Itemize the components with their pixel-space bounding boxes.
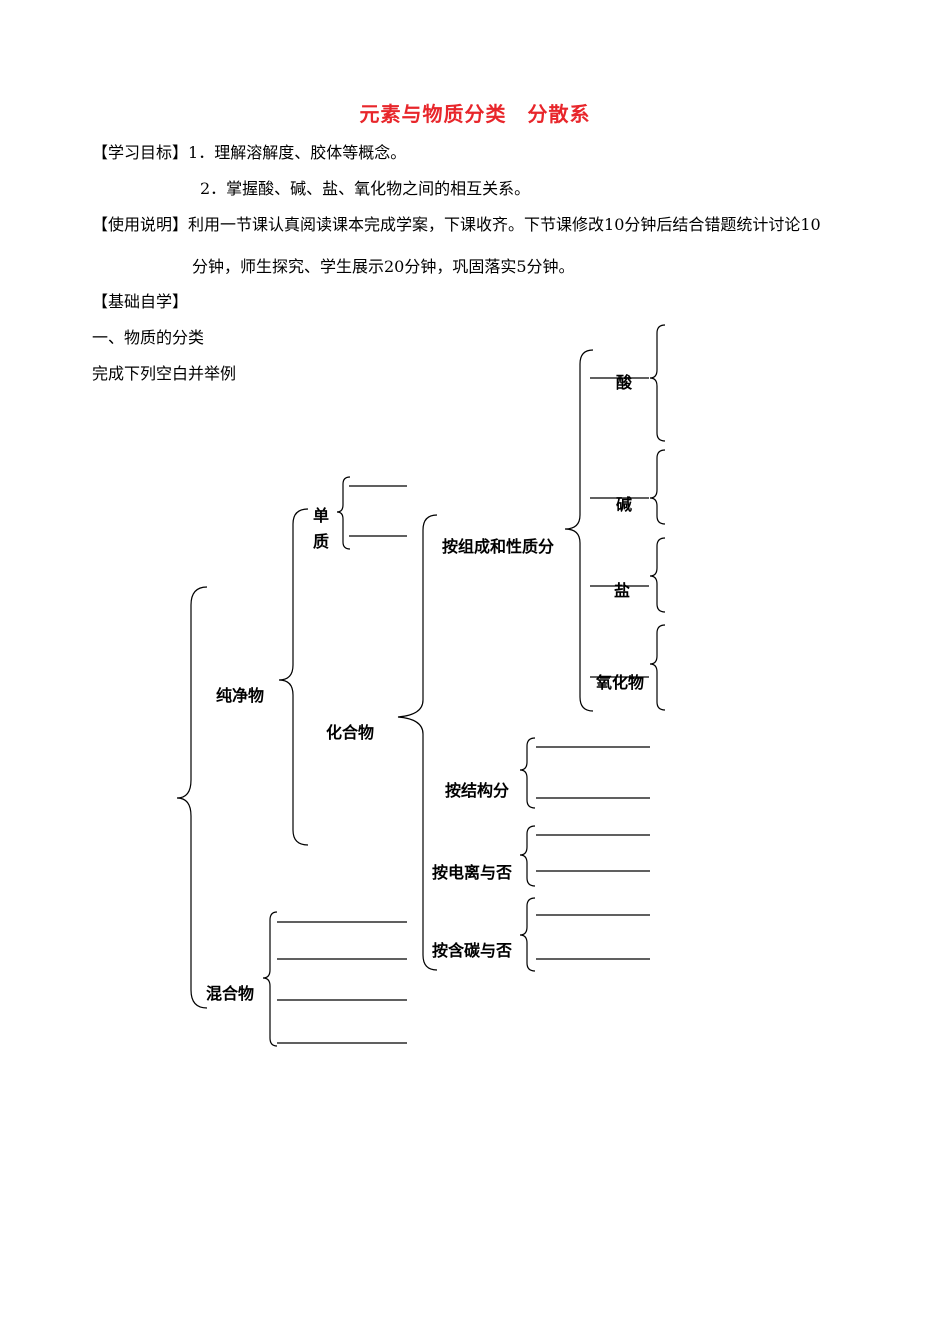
usage-label: 【使用说明】 (92, 215, 189, 234)
node-acid: 酸 (616, 373, 633, 392)
brace-root (176, 586, 208, 1009)
brace-compound (397, 514, 438, 971)
node-by-carbon: 按含碳与否 (432, 941, 513, 960)
node-salt: 盐 (614, 581, 631, 600)
usage-text-1: 利用一节课认真阅读课本完成学案，下课收齐。下节课修改10分钟后结合错题统计讨论1… (188, 215, 821, 234)
usage-text-2: 分钟，师生探究、学生展示20分钟，巩固落实5分钟。 (192, 257, 575, 276)
node-oxide: 氧化物 (596, 673, 645, 692)
objectives-label: 【学习目标】 (92, 143, 189, 162)
brace-structure (519, 737, 536, 809)
brace-salt (649, 537, 666, 613)
node-by-ionization: 按电离与否 (432, 863, 513, 882)
node-pure-substance: 纯净物 (216, 686, 265, 705)
node-mixture: 混合物 (206, 984, 255, 1003)
node-by-composition: 按组成和性质分 (442, 537, 555, 556)
brace-ionization (519, 825, 536, 887)
brace-composition (564, 349, 594, 712)
brace-acid (649, 324, 666, 442)
node-by-structure: 按结构分 (445, 781, 510, 800)
brace-oxide (649, 624, 666, 711)
section-one-heading: 一、物质的分类 (92, 328, 205, 347)
brace-element (336, 476, 351, 550)
page-title: 元素与物质分类 分散系 (359, 102, 591, 126)
node-element: 单 质 (312, 503, 330, 555)
section-basic-heading: 【基础自学】 (92, 292, 189, 311)
objective-item-2: 2．掌握酸、碱、盐、氧化物之间的相互关系。 (200, 179, 531, 198)
node-compound: 化合物 (326, 723, 375, 742)
usage-line-1: 【使用说明】利用一节课认真阅读课本完成学案，下课收齐。下节课修改10分钟后结合错… (92, 211, 821, 235)
brace-pure (278, 508, 309, 846)
node-element-char-1: 单 (312, 506, 329, 525)
instruction-text: 完成下列空白并举例 (92, 364, 237, 383)
brace-carbon (519, 897, 536, 972)
node-base: 碱 (616, 495, 633, 514)
objectives-line-1: 【学习目标】1．理解溶解度、胶体等概念。 (92, 139, 406, 163)
brace-mixture (262, 911, 278, 1047)
objective-item-1: 1．理解溶解度、胶体等概念。 (188, 143, 407, 162)
brace-base (649, 449, 666, 525)
node-element-char-2: 质 (312, 532, 329, 551)
